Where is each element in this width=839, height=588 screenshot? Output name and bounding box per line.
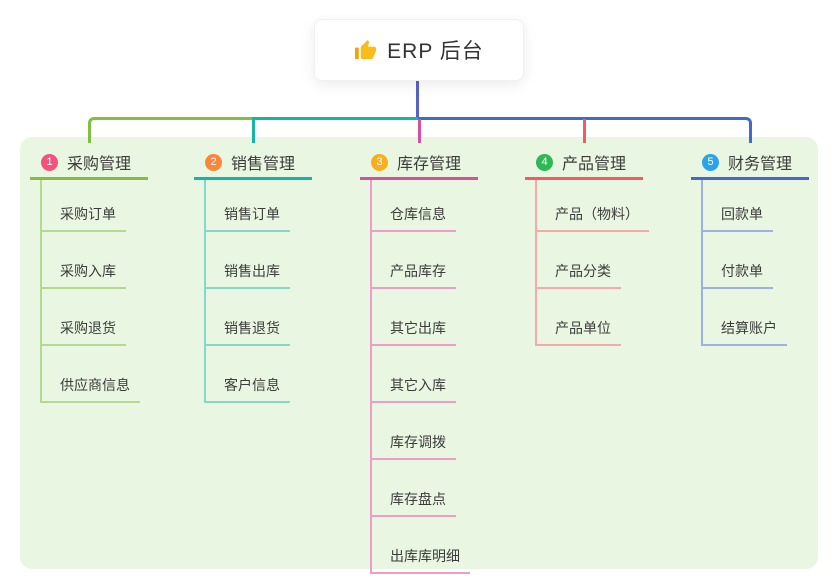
branch-index-badge: 2 (205, 153, 222, 171)
child-node-label: 产品（物料） (555, 206, 639, 222)
child-node-label: 销售订单 (224, 206, 280, 222)
branch-children: 仓库信息产品库存其它出库其它入库库存调拨库存盘点出库库明细 (370, 180, 470, 574)
child-node[interactable]: 销售订单 (206, 180, 290, 232)
child-node-label: 销售出库 (224, 263, 280, 279)
branch-children: 采购订单采购入库采购退货供应商信息 (40, 180, 140, 403)
branch-2: 2 销售管理销售订单销售出库销售退货客户信息 (194, 147, 312, 403)
branch-4-drop-line (582, 119, 586, 143)
child-node-label: 其它入库 (390, 377, 446, 393)
branch-header-4[interactable]: 4 产品管理 (525, 147, 643, 180)
child-node-label: 产品单位 (555, 320, 611, 336)
child-node-label: 采购退货 (60, 320, 116, 336)
child-node-label: 供应商信息 (60, 377, 130, 393)
branch-children: 销售订单销售出库销售退货客户信息 (204, 180, 290, 403)
branch-index-badge: 5 (702, 153, 719, 171)
child-node[interactable]: 采购订单 (42, 180, 126, 232)
child-node-label: 出库库明细 (390, 548, 460, 564)
branch-1-connector (87, 117, 255, 143)
branch-2-drop-line (251, 117, 255, 143)
root-stem-line (415, 80, 419, 119)
child-node-label: 产品库存 (390, 263, 446, 279)
child-node-label: 付款单 (721, 263, 763, 279)
child-node[interactable]: 销售退货 (206, 289, 290, 346)
child-node-label: 结算账户 (721, 320, 777, 336)
child-node[interactable]: 供应商信息 (42, 346, 140, 403)
branch-3: 3 库存管理仓库信息产品库存其它出库其它入库库存调拨库存盘点出库库明细 (360, 147, 478, 574)
thumbs-up-icon (354, 39, 377, 62)
branch-5: 5 财务管理回款单付款单结算账户 (691, 147, 809, 346)
branches-panel (20, 137, 818, 569)
root-title: ERP 后台 (387, 40, 484, 63)
child-node[interactable]: 采购入库 (42, 232, 126, 289)
child-node-label: 产品分类 (555, 263, 611, 279)
branch-label: 财务管理 (728, 156, 793, 173)
branch-2-rail (251, 117, 419, 120)
branch-1: 1 采购管理采购订单采购入库采购退货供应商信息 (30, 147, 148, 403)
child-node-label: 回款单 (721, 206, 763, 222)
child-node-label: 销售退货 (224, 320, 280, 336)
child-node-label: 其它出库 (390, 320, 446, 336)
child-node[interactable]: 付款单 (703, 232, 773, 289)
child-node[interactable]: 结算账户 (703, 289, 787, 346)
child-node[interactable]: 库存调拨 (372, 403, 456, 460)
branch-children: 回款单付款单结算账户 (701, 180, 787, 346)
branch-label: 采购管理 (67, 156, 132, 173)
branch-3-drop-line (417, 119, 421, 143)
child-node-label: 库存调拨 (390, 434, 446, 450)
branch-header-3[interactable]: 3 库存管理 (360, 147, 478, 180)
child-node[interactable]: 回款单 (703, 180, 773, 232)
child-node[interactable]: 其它出库 (372, 289, 456, 346)
child-node[interactable]: 客户信息 (206, 346, 290, 403)
branch-children: 产品（物料） 产品分类产品单位 (535, 180, 649, 346)
child-node[interactable]: 出库库明细 (372, 517, 470, 574)
branch-header-1[interactable]: 1 采购管理 (30, 147, 148, 180)
branch-header-2[interactable]: 2 销售管理 (194, 147, 312, 180)
branch-header-5[interactable]: 5 财务管理 (691, 147, 809, 180)
child-node[interactable]: 库存盘点 (372, 460, 456, 517)
branch-index-badge: 4 (536, 153, 553, 171)
child-node[interactable]: 其它入库 (372, 346, 456, 403)
child-node[interactable]: 产品库存 (372, 232, 456, 289)
child-node[interactable]: 仓库信息 (372, 180, 456, 232)
child-node-label: 采购订单 (60, 206, 116, 222)
child-node-label: 仓库信息 (390, 206, 446, 222)
child-node-label: 库存盘点 (390, 491, 446, 507)
branch-label: 销售管理 (231, 156, 296, 173)
child-node[interactable]: 产品单位 (537, 289, 621, 346)
branch-5-connector (417, 117, 752, 143)
root-node[interactable]: ERP 后台 (314, 19, 524, 81)
child-node[interactable]: 产品分类 (537, 232, 621, 289)
branch-index-badge: 1 (41, 153, 58, 171)
branch-label: 库存管理 (397, 156, 462, 173)
child-node[interactable]: 采购退货 (42, 289, 126, 346)
branch-4: 4 产品管理产品（物料） 产品分类产品单位 (525, 147, 649, 346)
child-node-label: 采购入库 (60, 263, 116, 279)
branch-label: 产品管理 (562, 156, 627, 173)
branch-index-badge: 3 (371, 153, 388, 171)
child-node[interactable]: 产品（物料） (537, 180, 649, 232)
child-node-label: 客户信息 (224, 377, 280, 393)
child-node[interactable]: 销售出库 (206, 232, 290, 289)
